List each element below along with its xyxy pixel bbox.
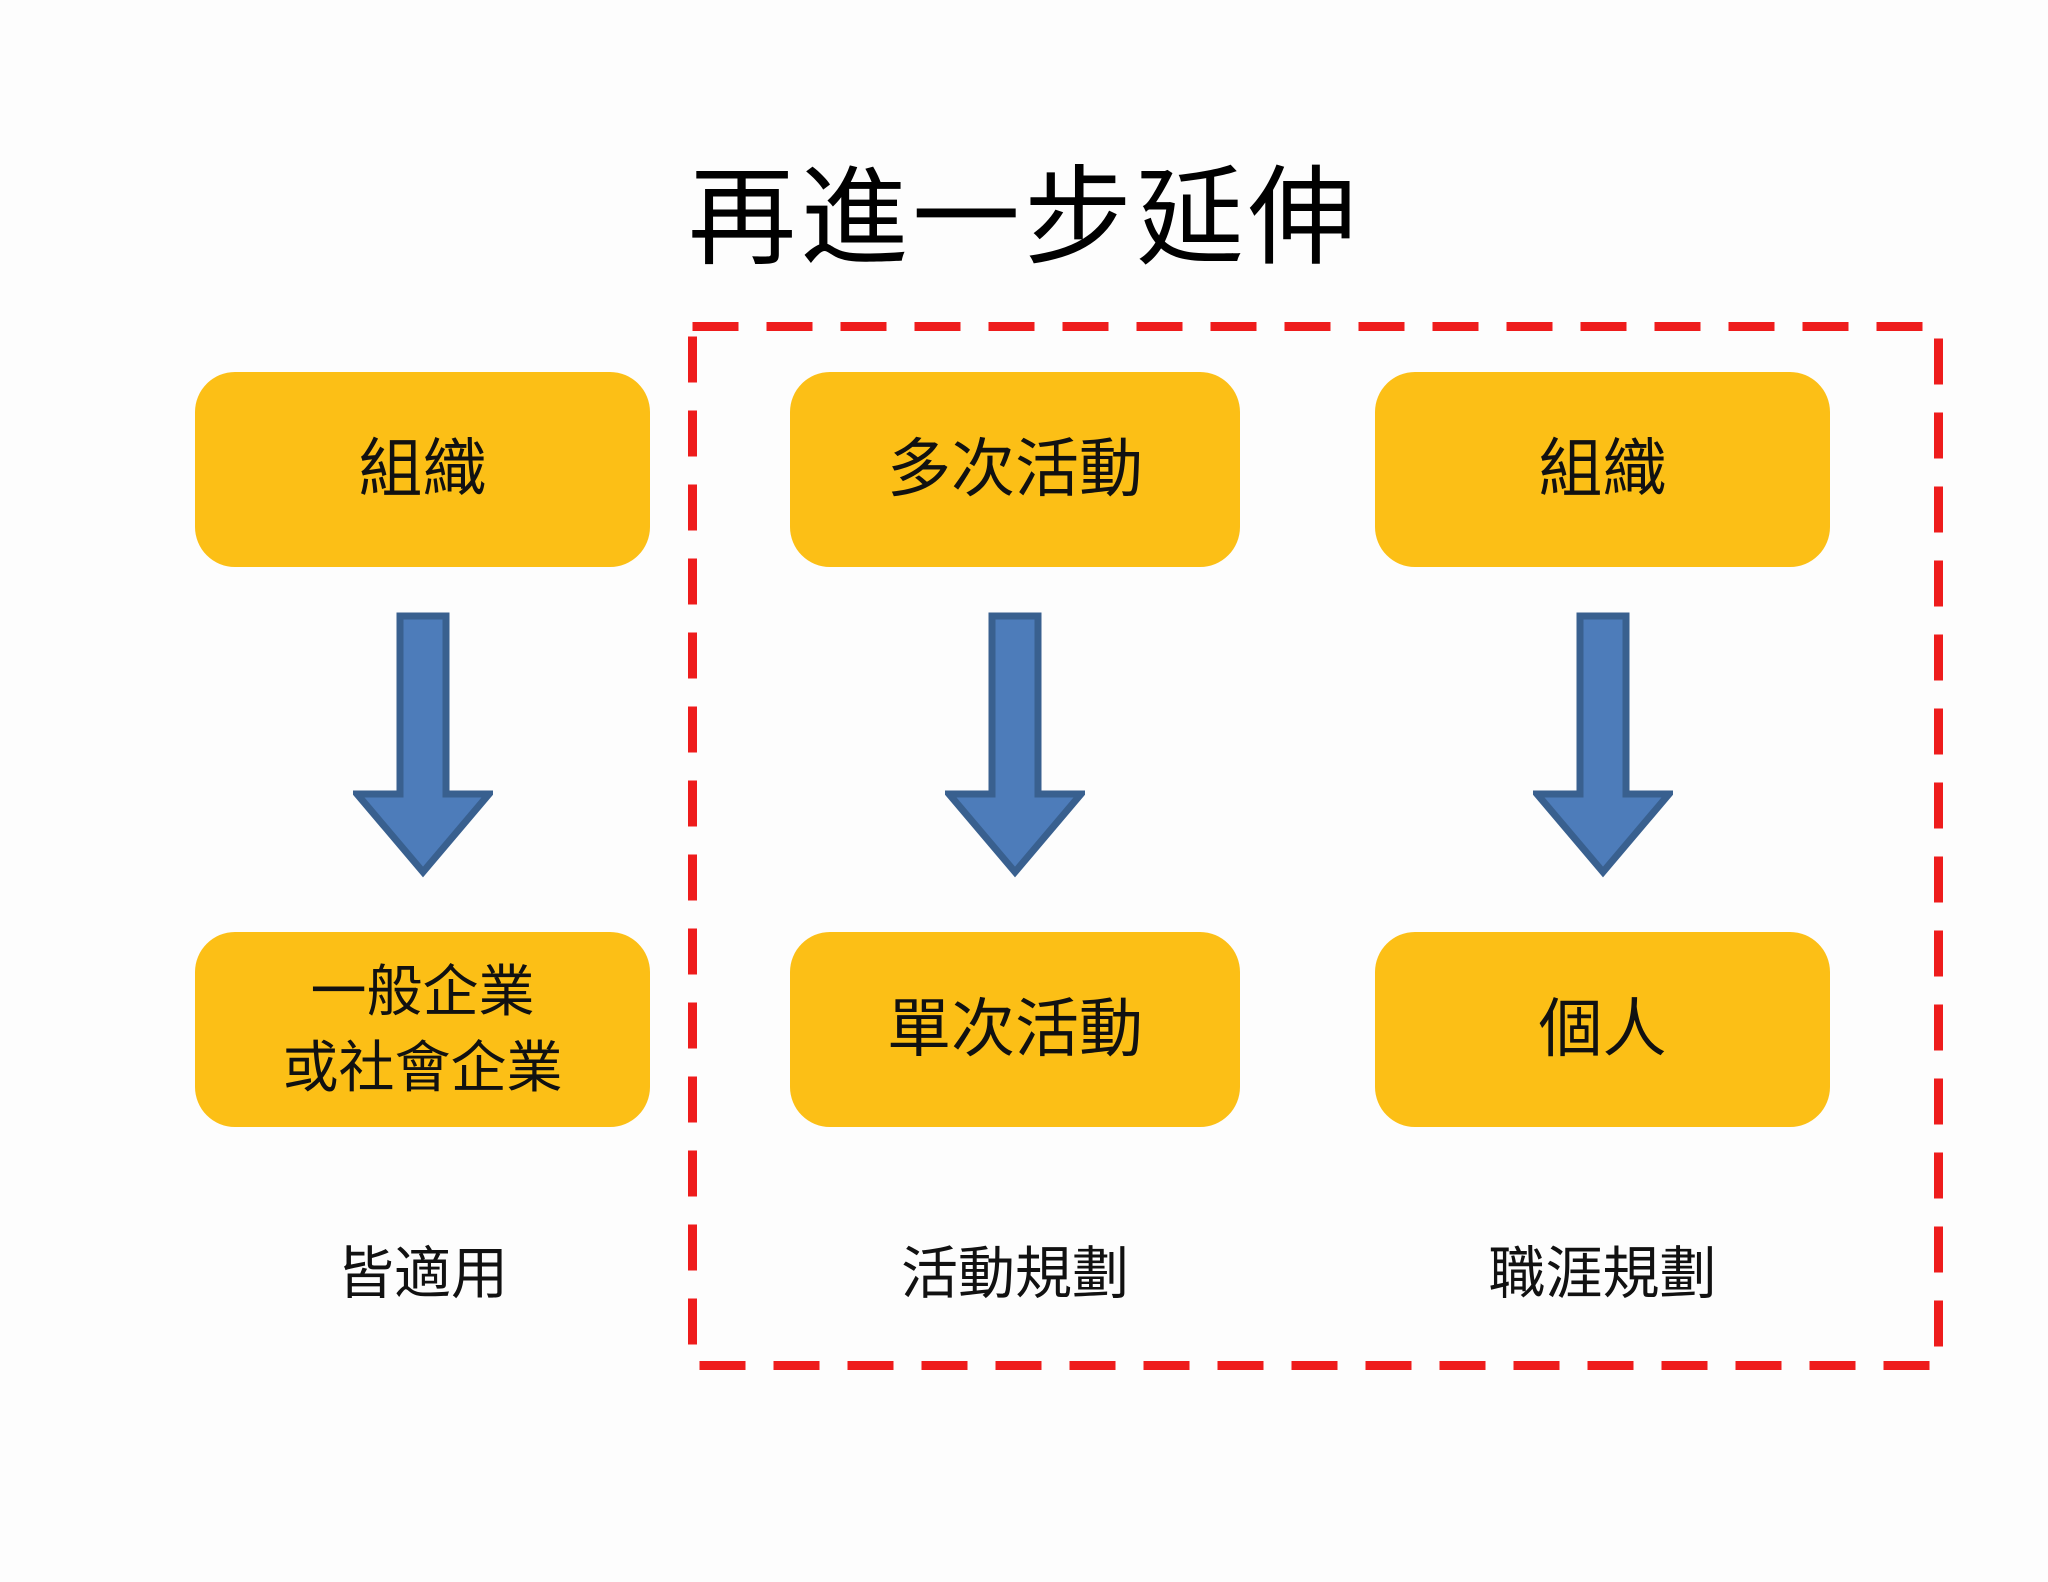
column-caption: 職涯規劃 <box>1488 1242 1717 1306</box>
node-box-top: 組織 <box>1375 372 1830 567</box>
down-arrow-icon <box>352 612 493 878</box>
node-box-bottom: 單次活動 <box>790 932 1240 1127</box>
slide-title: 再進一步延伸 <box>687 157 1360 278</box>
node-box-bottom: 一般企業 或社會企業 <box>195 932 650 1127</box>
down-arrow-icon <box>1532 612 1673 878</box>
column-caption: 活動規劃 <box>901 1242 1129 1306</box>
node-box-bottom: 個人 <box>1375 932 1830 1127</box>
node-box-top: 多次活動 <box>790 372 1240 567</box>
column-activity: 多次活動 單次活動 活動規劃 <box>790 0 1240 1582</box>
column-universal: 組織 一般企業 或社會企業 皆適用 <box>195 0 650 1582</box>
column-caption: 皆適用 <box>337 1242 508 1306</box>
node-box-top: 組織 <box>195 372 650 567</box>
column-career: 組織 個人 職涯規劃 <box>1375 0 1830 1582</box>
down-arrow-icon <box>945 612 1085 878</box>
highlight-dashed-border <box>688 322 1943 1370</box>
